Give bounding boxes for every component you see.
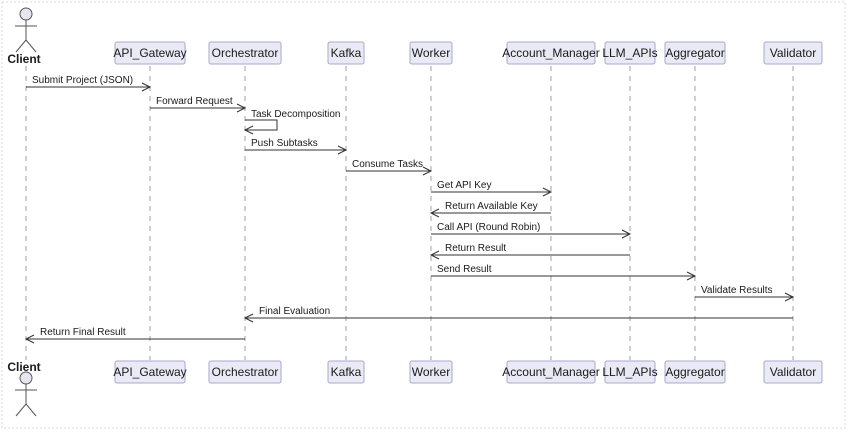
participant-label: API_Gateway <box>113 46 186 60</box>
message-label: Forward Request <box>156 96 233 107</box>
participant-label: Worker <box>412 46 450 60</box>
actor-figure-icon <box>15 371 37 417</box>
participant-worker-bottom: Worker <box>409 360 453 384</box>
message-final-evaluation: Final Evaluation <box>243 306 793 323</box>
arrowhead-icon <box>141 82 152 92</box>
participant-label: API_Gateway <box>113 365 186 379</box>
message-task-decomposition: Task Decomposition <box>243 109 340 135</box>
participant-label: LLM_APIs <box>602 365 657 379</box>
actor-label: Client <box>7 52 40 66</box>
arrowhead-icon <box>236 103 247 113</box>
participant-label: Orchestrator <box>212 365 279 379</box>
arrowhead-icon <box>429 208 440 218</box>
participant-label: Kafka <box>331 365 362 379</box>
participant-orchestrator-top: Orchestrator <box>208 41 282 65</box>
message-return-result: Return Result <box>429 243 630 260</box>
participant-aggregator-bottom: Aggregator <box>664 360 726 384</box>
participant-llm-apis-bottom: LLM_APIs <box>602 360 658 384</box>
arrowhead-icon <box>243 313 254 323</box>
participant-validator-bottom: Validator <box>763 360 823 384</box>
participant-label: Validator <box>770 46 816 60</box>
arrowhead-icon <box>243 125 254 135</box>
participant-account-manager-top: Account_Manager <box>502 41 600 65</box>
message-label: Get API Key <box>437 180 491 191</box>
participant-orchestrator-bottom: Orchestrator <box>208 360 282 384</box>
participant-aggregator-top: Aggregator <box>664 41 726 65</box>
message-send-result: Send Result <box>431 264 697 281</box>
message-consume-tasks: Consume Tasks <box>346 159 433 176</box>
actor-bottom: Client <box>7 360 41 417</box>
message-label: Task Decomposition <box>251 109 340 120</box>
actor-top: Client <box>7 7 41 66</box>
message-label: Return Available Key <box>445 201 538 212</box>
message-label: Return Result <box>445 243 506 254</box>
lifelines <box>25 66 794 360</box>
arrowhead-icon <box>621 229 632 239</box>
arrowhead-icon <box>24 334 35 344</box>
message-return-final-result: Return Final Result <box>24 327 245 344</box>
message-label: Validate Results <box>701 285 773 296</box>
arrowhead-icon <box>542 187 553 197</box>
participant-label: Account_Manager <box>502 46 599 60</box>
message-submit-project-json: Submit Project (JSON) <box>26 75 152 92</box>
message-label: Final Evaluation <box>259 306 330 317</box>
participant-label: Account_Manager <box>502 365 599 379</box>
message-forward-request: Forward Request <box>150 96 247 113</box>
arrowhead-icon <box>429 250 440 260</box>
actor-figure-icon <box>15 7 37 53</box>
participant-label: Validator <box>770 365 816 379</box>
participant-validator-top: Validator <box>763 41 823 65</box>
participant-label: Kafka <box>331 46 362 60</box>
participant-api-gateway-bottom: API_Gateway <box>113 360 187 384</box>
participant-kafka-bottom: Kafka <box>327 360 365 384</box>
arrowhead-icon <box>686 271 697 281</box>
message-return-available-key: Return Available Key <box>429 201 551 218</box>
participant-llm-apis-top: LLM_APIs <box>602 41 658 65</box>
message-label: Call API (Round Robin) <box>437 222 540 233</box>
message-label: Return Final Result <box>40 327 126 338</box>
message-call-api-round-robin: Call API (Round Robin) <box>431 222 632 239</box>
participant-label: LLM_APIs <box>602 46 657 60</box>
message-label: Send Result <box>437 264 492 275</box>
participant-label: Aggregator <box>665 46 724 60</box>
message-line <box>245 119 278 131</box>
messages: Submit Project (JSON) Forward RequestTask… <box>24 75 795 344</box>
message-get-api-key: Get API Key <box>431 180 553 197</box>
participant-account-manager-bottom: Account_Manager <box>502 360 600 384</box>
participant-label: Worker <box>412 365 450 379</box>
participant-label: Aggregator <box>665 365 724 379</box>
arrowhead-icon <box>784 292 795 302</box>
participant-label: Orchestrator <box>212 46 279 60</box>
arrowhead-icon <box>422 166 433 176</box>
arrowhead-icon <box>337 145 348 155</box>
participant-worker-top: Worker <box>409 41 453 65</box>
participant-api-gateway-top: API_Gateway <box>113 41 187 65</box>
actor-label: Client <box>7 360 40 374</box>
participant-headers: ClientClientAPI_GatewayAPI_GatewayOrches… <box>7 7 823 417</box>
participant-kafka-top: Kafka <box>327 41 365 65</box>
message-label: Submit Project (JSON) <box>32 75 133 86</box>
message-push-subtasks: Push Subtasks <box>245 138 348 155</box>
message-validate-results: Validate Results <box>695 285 795 302</box>
message-label: Push Subtasks <box>251 138 318 149</box>
message-label: Consume Tasks <box>352 159 423 170</box>
